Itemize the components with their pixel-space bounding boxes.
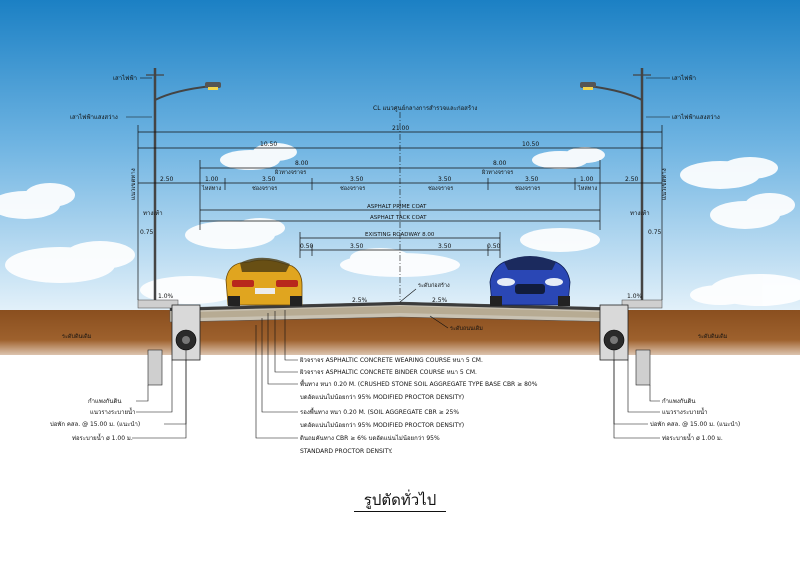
layer-2: ผิวจราจร ASPHALTIC CONCRETE BINDER COURS…	[300, 369, 477, 376]
layer-8: STANDARD PROCTOR DENSITY.	[300, 448, 393, 455]
carriage-label-right: ผิวทางจราจร	[481, 169, 513, 176]
slope-right: 2.5%	[432, 297, 448, 304]
ground-label-right: ระดับดินเดิม	[698, 333, 728, 340]
subbase-layer	[195, 306, 600, 318]
lane-label-2: ช่องจราจร	[340, 185, 365, 192]
drawing-caption: รูปตัดทั่วไป	[300, 488, 500, 512]
dim-height-right: 0.75	[648, 229, 662, 236]
dim-total: 21.00	[392, 125, 409, 132]
dim-height-left: 0.75	[140, 229, 154, 236]
street-light-right	[580, 68, 651, 300]
gutter-label-left: แนวรางระบายน้ำ	[90, 406, 135, 416]
layer-7: ดินถมคันทาง CBR ≥ 6% บดอัดแน่นไม่น้อยกว่…	[300, 434, 440, 442]
dim-sidewalk-left: 2.50	[160, 176, 174, 183]
pole-label-right: เสาไฟฟ้า	[672, 74, 696, 82]
dimension-lines	[137, 125, 663, 300]
layer-leaders	[255, 310, 298, 439]
row-label-right: แนวเขตทาง	[661, 168, 668, 200]
layer-1: ผิวจราจร ASPHALTIC CONCRETE WEARING COUR…	[300, 357, 483, 364]
row-label-left: แนวเขตทาง	[130, 168, 137, 200]
lane-label-3: ช่องจราจร	[428, 185, 453, 192]
sidewalk-label-left: ทางเท้า	[143, 210, 163, 217]
lane-label-1: ช่องจราจร	[252, 185, 277, 192]
pole-label-left: เสาไฟฟ้า	[113, 74, 137, 82]
centerline-label: CL แนวศูนย์กลางการสำรวจและก่อสร้าง	[373, 104, 477, 112]
dim-shoulder-right: 1.00	[580, 176, 594, 183]
car-left	[225, 257, 303, 306]
dim-half-left: 10.50	[260, 141, 277, 148]
dim-half-right: 10.50	[522, 141, 539, 148]
manhole-right	[599, 304, 629, 361]
pole-footing-right	[635, 349, 651, 386]
dim-ex-lane-right: 3.50	[438, 243, 452, 250]
carriage-label-left: ผิวทางจราจร	[274, 169, 306, 176]
layer-4: บดอัดแน่นไม่น้อยกว่า 95% MODIFIED PROCTO…	[300, 393, 464, 401]
dim-lane-1: 3.50	[262, 176, 276, 183]
caption-text: รูปตัดทั่วไป	[353, 491, 447, 512]
tack-coat-label: ASPHALT TACK COAT	[370, 215, 427, 221]
layer-5: รองพื้นทาง หนา 0.20 M. (SOIL AGGREGATE C…	[300, 406, 459, 416]
layer-6: บดอัดแน่นไม่น้อยกว่า 95% MODIFIED PROCTO…	[300, 421, 464, 429]
manhole-label-right: บ่อพัก คสล. @ 15.00 ม. (แนะนำ)	[650, 421, 740, 428]
car-right	[489, 256, 571, 306]
retaining-label-left: กำแพงกันดิน	[88, 398, 122, 405]
gutter-label-right: แนวรางระบายน้ำ	[662, 406, 707, 416]
layer-3: พื้นทาง หนา 0.20 M. (CRUSHED STONE SOIL …	[300, 378, 538, 388]
dim-ex-edge-right: 0.50	[487, 243, 501, 250]
retaining-label-right: กำแพงกันดิน	[662, 398, 696, 405]
shoulder-label-left: ไหล่ทาง	[201, 185, 221, 192]
dim-lane-3: 3.50	[438, 176, 452, 183]
existing-roadway-label: EXISTING ROADWAY 8.00	[365, 232, 435, 238]
shoulder-label-right: ไหล่ทาง	[577, 185, 597, 192]
lamp-label-right: เสาไฟฟ้าแสงสว่าง	[672, 113, 720, 121]
sidewalk-left	[137, 299, 179, 309]
dim-ex-edge-left: 0.50	[300, 243, 314, 250]
pipe-label-right: ท่อระบายน้ำ ø 1.00 ม.	[662, 432, 723, 442]
clouds	[0, 143, 800, 306]
dim-lane-2: 3.50	[350, 176, 364, 183]
sidewalk-label-right: ทางเท้า	[630, 210, 650, 217]
dim-sidewalk-right: 2.50	[625, 176, 639, 183]
asphalt-surface	[170, 302, 625, 311]
pole-footing-left	[147, 349, 163, 386]
ground-label-left: ระดับดินเดิม	[62, 333, 92, 340]
dim-ex-lane-left: 3.50	[350, 243, 364, 250]
pipe-label-left: ท่อระบายน้ำ ø 1.00 ม.	[72, 432, 133, 442]
dim-carriage-left: 8.00	[295, 160, 309, 167]
dim-carriage-right: 8.00	[493, 160, 507, 167]
subgrade-label: ระดับถนนเดิม	[450, 325, 483, 332]
lamp-label-left: เสาไฟฟ้าแสงสว่าง	[70, 113, 118, 121]
road-level-label: ระดับก่อสร้าง	[418, 282, 450, 289]
curb-slope-right: 1.0%	[627, 293, 643, 300]
dim-shoulder-left: 1.00	[205, 176, 219, 183]
lane-label-4: ช่องจราจร	[515, 185, 540, 192]
dim-lane-4: 3.50	[525, 176, 539, 183]
manhole-label-left: บ่อพัก คสล. @ 15.00 ม. (แนะนำ)	[50, 421, 140, 428]
prime-coat-label: ASPHALT PRIME COAT	[367, 204, 427, 210]
slope-left: 2.5%	[352, 297, 368, 304]
curb-slope-left: 1.0%	[158, 293, 174, 300]
street-light-left	[146, 68, 221, 300]
